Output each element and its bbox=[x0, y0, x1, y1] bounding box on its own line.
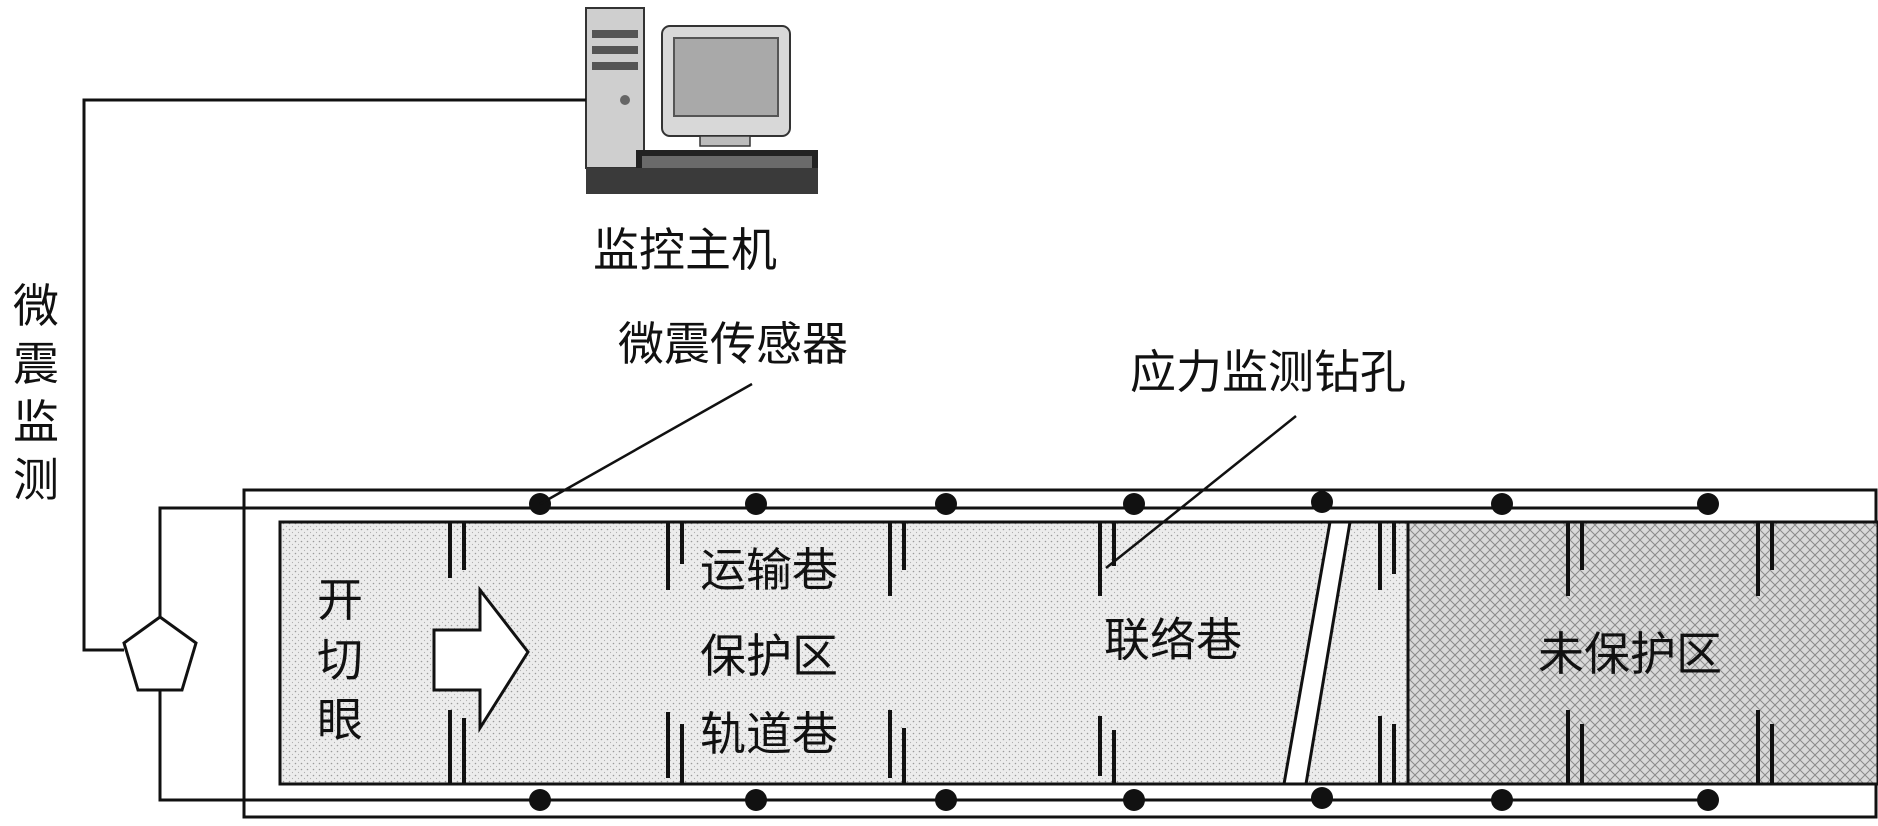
connection-roadway-strip bbox=[1282, 520, 1352, 786]
unprotected-zone-area bbox=[1406, 520, 1878, 786]
host-label: 监控主机 bbox=[593, 223, 777, 277]
svg-text:开: 开 bbox=[317, 573, 363, 627]
svg-text:震: 震 bbox=[13, 337, 59, 391]
monitoring-cable bbox=[82, 98, 586, 652]
pentagon-node-icon bbox=[122, 615, 198, 692]
microseismic-monitoring-label: 微 震 监 测 bbox=[13, 279, 59, 507]
desktop-computer-icon bbox=[585, 7, 818, 194]
advance-arrow-icon bbox=[432, 585, 530, 734]
connection-roadway-label: 联络巷 bbox=[1104, 613, 1242, 667]
sensor-leader-line bbox=[539, 382, 753, 506]
open-cut-label: 开 切 眼 bbox=[317, 573, 363, 747]
track-roadway-label: 轨道巷 bbox=[700, 707, 838, 761]
svg-text:监: 监 bbox=[13, 395, 59, 449]
svg-text:眼: 眼 bbox=[317, 693, 363, 747]
svg-text:测: 测 bbox=[13, 453, 59, 507]
stress-borehole-label: 应力监测钻孔 bbox=[1130, 345, 1406, 399]
borehole-leader-line bbox=[1105, 415, 1297, 569]
stress-boreholes bbox=[448, 522, 1774, 784]
svg-text:切: 切 bbox=[317, 633, 363, 687]
sensors-bottom bbox=[529, 787, 1719, 811]
sensor-cable-bottom bbox=[158, 690, 1710, 802]
sensors-top bbox=[529, 491, 1719, 515]
unprotected-zone-label: 未保护区 bbox=[1538, 627, 1722, 681]
microseismic-sensor-label: 微震传感器 bbox=[618, 317, 848, 371]
haulage-roadway-label: 运输巷 bbox=[700, 543, 838, 597]
protected-zone-label: 保护区 bbox=[700, 629, 838, 683]
svg-text:微: 微 bbox=[13, 279, 59, 333]
